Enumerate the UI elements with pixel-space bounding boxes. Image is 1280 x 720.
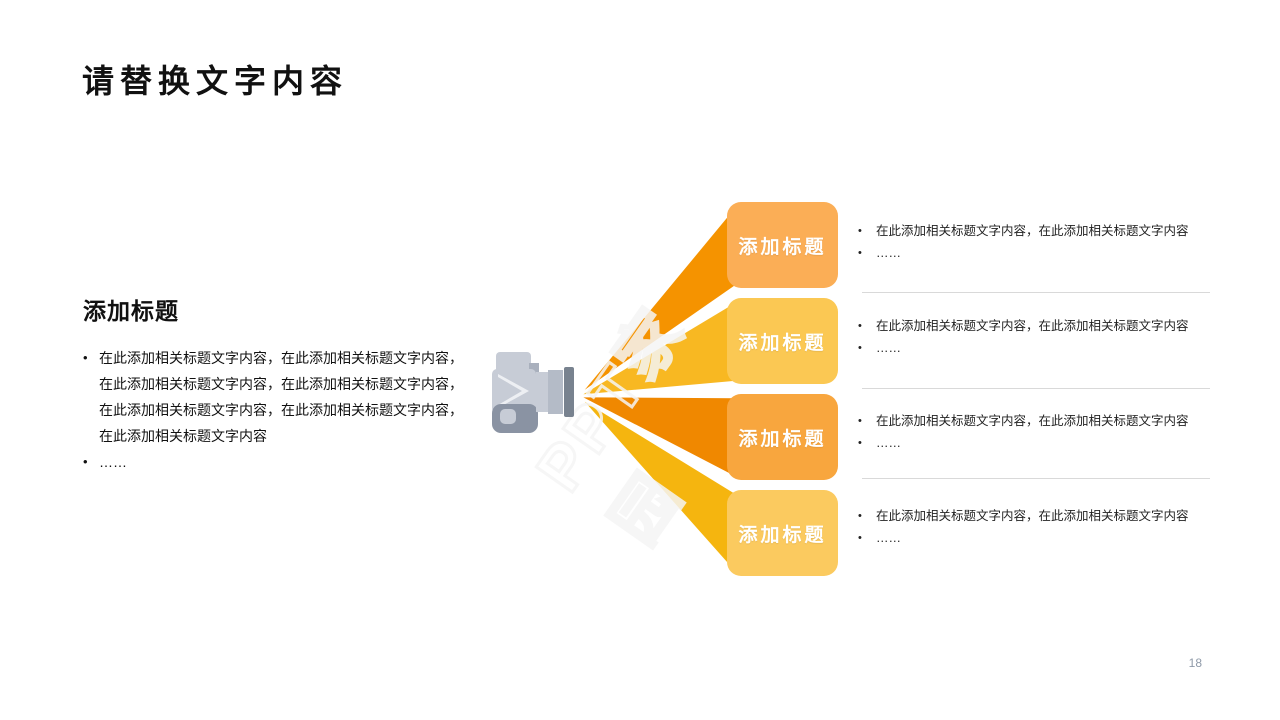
bullet-icon: •	[83, 350, 88, 365]
list-item: • 在此添加相关标题文字内容，在此添加相关标题文字内容	[858, 410, 1218, 432]
node-label: 添加标题	[738, 428, 827, 450]
left-section-bullets: • 在此添加相关标题文字内容，在此添加相关标题文字内容，在此添加相关标题文字内容…	[83, 345, 487, 475]
divider	[862, 292, 1210, 293]
diagram-node-4: 添加标题	[727, 490, 838, 576]
node-4-description: • 在此添加相关标题文字内容，在此添加相关标题文字内容 • ……	[858, 505, 1218, 549]
node-label: 添加标题	[738, 236, 827, 258]
node-label: 添加标题	[738, 524, 827, 546]
page-number: 18	[1188, 656, 1202, 670]
bullet-icon: •	[858, 320, 862, 332]
list-item: • ……	[83, 449, 487, 475]
bullet-text: 在此添加相关标题文字内容，在此添加相关标题文字内容	[876, 224, 1189, 238]
bullet-text: 在此添加相关标题文字内容，在此添加相关标题文字内容	[876, 414, 1189, 428]
diagram-node-3: 添加标题	[727, 394, 838, 480]
bullet-icon: •	[83, 454, 88, 469]
node-3-description: • 在此添加相关标题文字内容，在此添加相关标题文字内容 • ……	[858, 410, 1218, 454]
list-item: • 在此添加相关标题文字内容，在此添加相关标题文字内容，在此添加相关标题文字内容…	[83, 345, 487, 449]
page-title: 请替换文字内容	[82, 63, 349, 99]
list-item: • 在此添加相关标题文字内容，在此添加相关标题文字内容	[858, 315, 1218, 337]
list-item: • 在此添加相关标题文字内容，在此添加相关标题文字内容	[858, 505, 1218, 527]
bullet-icon: •	[858, 510, 862, 522]
divider	[862, 478, 1210, 479]
list-item: • ……	[858, 432, 1218, 454]
bullet-icon: •	[858, 415, 862, 427]
bullet-icon: •	[858, 247, 862, 259]
bullet-icon: •	[858, 437, 862, 449]
list-item: • 在此添加相关标题文字内容，在此添加相关标题文字内容	[858, 220, 1218, 242]
bullet-text: 在此添加相关标题文字内容，在此添加相关标题文字内容，在此添加相关标题文字内容，在…	[99, 350, 463, 444]
list-item: • ……	[858, 527, 1218, 549]
node-label: 添加标题	[738, 332, 827, 354]
bullet-text: ……	[876, 436, 901, 450]
bullet-icon: •	[858, 342, 862, 354]
diagram-node-2: 添加标题	[727, 298, 838, 384]
node-2-description: • 在此添加相关标题文字内容，在此添加相关标题文字内容 • ……	[858, 315, 1218, 359]
left-section-heading: 添加标题	[83, 298, 179, 324]
diagram-node-1: 添加标题	[727, 202, 838, 288]
bullet-text: 在此添加相关标题文字内容，在此添加相关标题文字内容	[876, 509, 1189, 523]
list-item: • ……	[858, 242, 1218, 264]
bullet-text: ……	[876, 341, 901, 355]
bullet-icon: •	[858, 532, 862, 544]
divider	[862, 388, 1210, 389]
bullet-text: ……	[876, 531, 901, 545]
bullet-text: 在此添加相关标题文字内容，在此添加相关标题文字内容	[876, 319, 1189, 333]
camera-icon	[492, 352, 574, 433]
bullet-icon: •	[858, 225, 862, 237]
bullet-text: ……	[99, 454, 127, 470]
node-1-description: • 在此添加相关标题文字内容，在此添加相关标题文字内容 • ……	[858, 220, 1218, 264]
bullet-text: ……	[876, 246, 901, 260]
list-item: • ……	[858, 337, 1218, 359]
